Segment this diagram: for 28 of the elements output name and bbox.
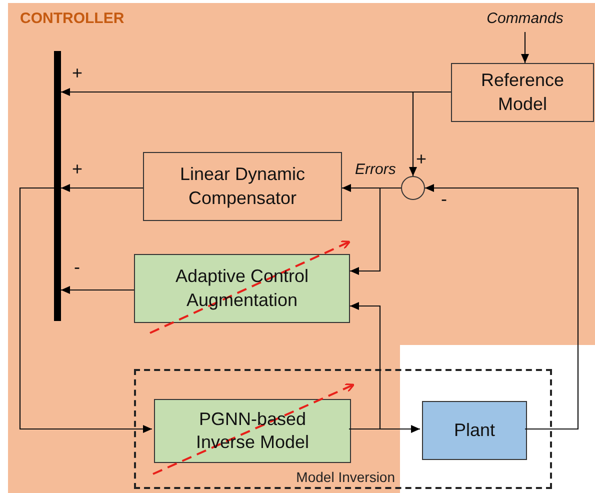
group-label: Model Inversion — [296, 469, 395, 485]
sign-label: + — [72, 160, 83, 178]
signal-arrow — [409, 91, 451, 176]
signal-arrow — [425, 184, 579, 430]
block-label: Linear Dynamic Compensator — [178, 163, 306, 210]
block-label: Reference Model — [480, 69, 566, 116]
process-block — [422, 401, 527, 460]
sign-label: + — [72, 64, 83, 82]
signal-arrow — [349, 302, 381, 430]
controller-region — [8, 3, 595, 493]
block-label: Adaptive Control Augmentation — [174, 265, 310, 312]
signal-label: Errors — [355, 162, 396, 177]
signal-arrow — [61, 286, 134, 294]
block-label: PGNN-based Inverse Model — [194, 408, 310, 454]
signal-arrow — [521, 32, 529, 63]
summing-bar — [54, 51, 61, 321]
signal-arrow — [19, 187, 152, 433]
sign-label: + — [416, 150, 427, 168]
signal-arrow — [350, 187, 401, 275]
signal-arrow — [61, 184, 143, 192]
region-title: CONTROLLER — [20, 10, 124, 27]
process-block — [143, 152, 342, 221]
summing-junction — [401, 176, 425, 200]
process-block — [451, 63, 594, 122]
sign-label: - — [74, 258, 80, 276]
input-label: Commands — [476, 10, 574, 32]
sign-label: - — [441, 190, 447, 208]
block-label: Plant — [454, 418, 496, 442]
